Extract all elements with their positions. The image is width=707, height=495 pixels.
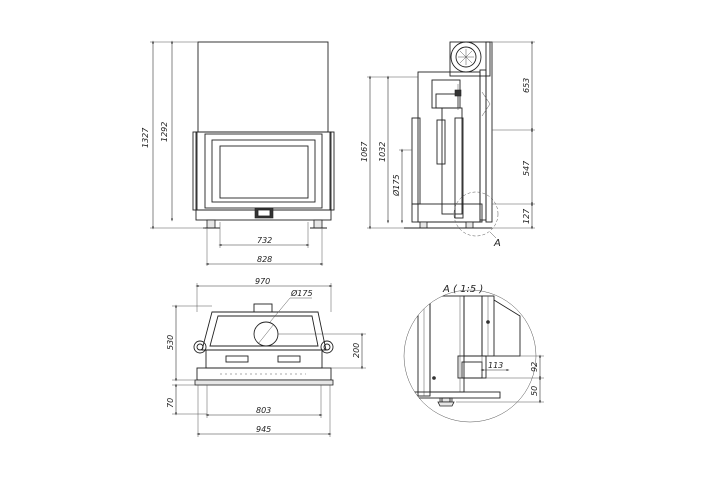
dim-side-flue: Ø175	[391, 174, 401, 197]
side-panel-right	[454, 117, 464, 219]
side-leg-front	[419, 221, 428, 229]
top-base-strip	[194, 379, 334, 386]
dim-front-828: 828	[257, 255, 272, 264]
dim-side-1067: 1067	[360, 141, 369, 162]
dim-front-1327: 1327	[141, 127, 150, 148]
top-left-lug	[193, 340, 207, 354]
side-view: A 1067 1032 Ø175 653 547 127	[360, 40, 535, 249]
top-front-plate	[205, 349, 323, 369]
front-right-leg	[313, 219, 323, 229]
detail-title: A ( 1:5 )	[442, 284, 483, 295]
top-right-lug	[320, 340, 334, 354]
side-firebox	[441, 107, 463, 215]
dim-detail-50: 50	[530, 386, 539, 396]
dim-side-127: 127	[522, 208, 531, 224]
detail-view-a: A ( 1:5 ) 113	[403, 284, 544, 423]
side-base	[411, 203, 483, 223]
side-valve	[454, 89, 462, 97]
side-body	[417, 71, 481, 223]
top-vent-right	[277, 355, 301, 363]
front-handle-inner	[257, 209, 271, 217]
side-rear-panel	[485, 41, 493, 223]
dim-top-200: 200	[352, 343, 361, 358]
side-panel-left	[436, 119, 446, 165]
dim-top-970: 970	[255, 277, 270, 286]
top-view: 970 Ø175 530 200 70 803 945	[166, 277, 366, 437]
side-leg-back	[465, 221, 474, 229]
dim-top-530: 530	[166, 335, 175, 350]
side-flue-fan-inner	[455, 46, 477, 68]
dim-top-945: 945	[256, 425, 271, 434]
top-vent-left	[225, 355, 249, 363]
front-door-outer	[211, 139, 316, 203]
side-detail-circle	[453, 191, 499, 237]
top-body	[201, 311, 327, 351]
dim-side-547: 547	[522, 160, 531, 176]
dim-front-732: 732	[257, 236, 272, 245]
dim-side-653: 653	[522, 78, 531, 93]
side-door-profile	[411, 117, 421, 205]
dim-detail-92: 92	[530, 362, 539, 372]
front-right-bracket	[329, 131, 335, 211]
top-flue-stub	[253, 303, 273, 313]
dim-top-803: 803	[256, 406, 271, 415]
dim-top-70: 70	[166, 398, 175, 408]
dim-detail-113: 113	[488, 361, 503, 370]
front-view: 1327 1292 732 828	[141, 40, 335, 266]
dim-top-flue: Ø175	[290, 288, 313, 298]
front-left-bracket	[192, 131, 198, 211]
front-glass	[219, 145, 309, 199]
top-base-slab	[196, 367, 332, 381]
dim-front-1292: 1292	[160, 122, 169, 142]
front-upper-casing	[197, 41, 329, 133]
front-left-leg	[206, 219, 216, 229]
side-rear-channel	[479, 69, 487, 221]
detail-foot-pad	[437, 401, 455, 407]
dim-side-1032: 1032	[378, 142, 387, 162]
front-door-frame	[204, 133, 323, 209]
side-detail-marker: A	[493, 238, 501, 249]
side-flue-housing	[449, 41, 491, 77]
